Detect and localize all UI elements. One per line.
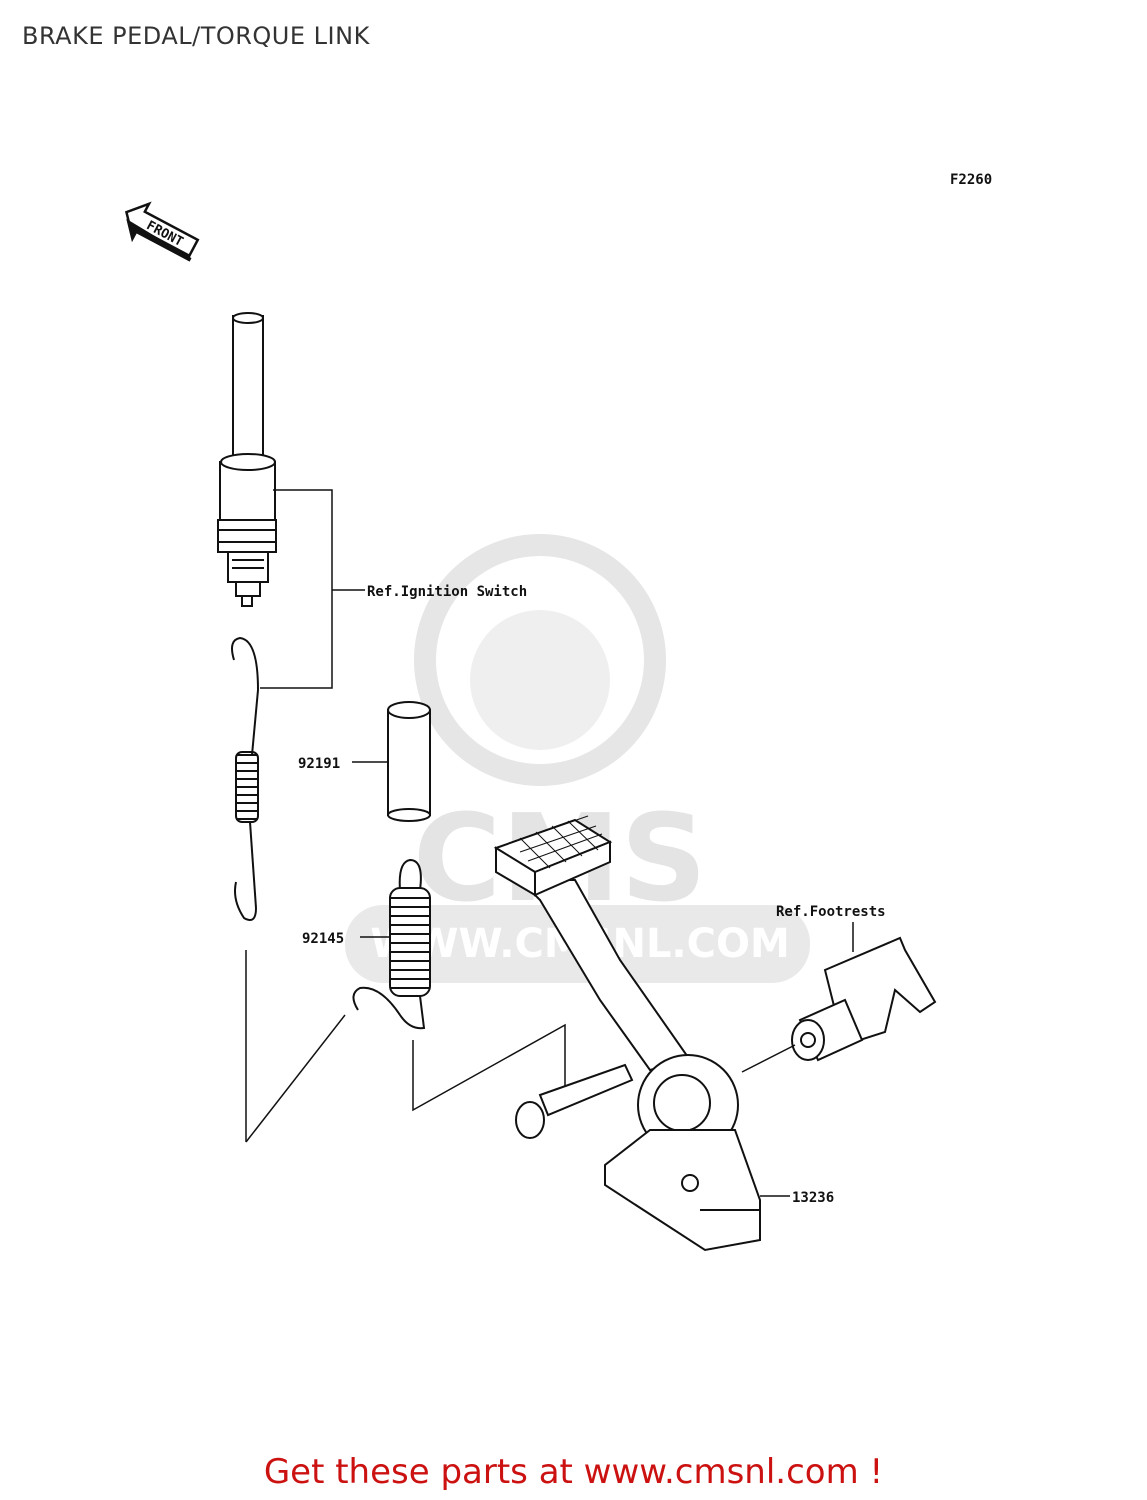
page-title: BRAKE PEDAL/TORQUE LINK [22,22,370,50]
parts-diagram: CMS WWW.CMSNL.COM F2260 FRONT R [124,172,992,1252]
footrest-bracket [791,936,937,1062]
label-92145: 92145 [302,931,344,947]
front-arrow-icon: FRONT [124,201,200,262]
spring-92145 [352,858,431,1030]
brake-switch [217,312,277,607]
assembly-guide-lines [245,950,566,1143]
figure-code: F2260 [950,172,992,188]
label-13236: 13236 [792,1190,834,1206]
footer-promo-link[interactable]: Get these parts at www.cmsnl.com ! [263,1452,884,1492]
label-ref-ignition-switch: Ref.Ignition Switch [367,584,527,600]
label-92191: 92191 [298,756,340,772]
ignition-ref-bracket [260,489,365,689]
switch-spring [231,636,259,921]
collar-92191 [387,701,431,822]
label-ref-footrests: Ref.Footrests [776,904,886,920]
brake-pedal-13236 [493,815,761,1252]
footrest-leaders [741,922,854,1073]
